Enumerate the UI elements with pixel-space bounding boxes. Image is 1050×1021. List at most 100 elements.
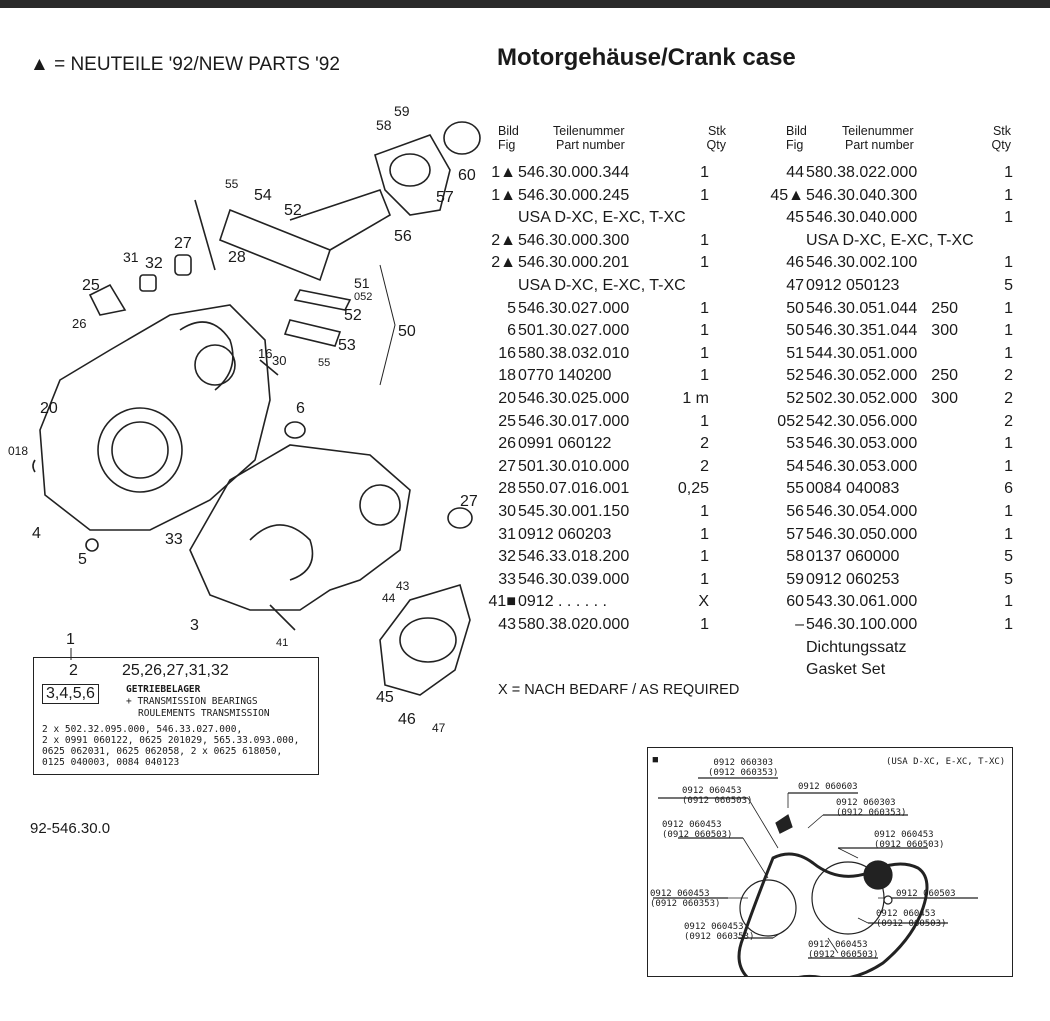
gasket-label-7: 0912 060453(0912 060353) (650, 889, 721, 909)
callout-28: 28 (228, 249, 246, 266)
row-part-number: 546.30.025.000 (518, 390, 630, 407)
row-part-number: 502.30.052.000 (806, 390, 918, 407)
row-fig: 18 (498, 367, 516, 385)
row-fig: 28 (498, 480, 516, 498)
row-qty: 1 (1004, 616, 1013, 633)
row-variant: 300 (931, 322, 958, 340)
row-fig: 57 (786, 525, 804, 543)
row-part-number: 542.30.056.000 (806, 412, 918, 430)
reed-valve (219, 208, 331, 282)
callout-57: 57 (436, 189, 454, 206)
callout-3: 3 (190, 617, 199, 634)
callout-43: 43 (396, 579, 410, 593)
row-fig: 25 (498, 412, 516, 430)
row-qty: 1 m (682, 390, 709, 407)
gasket-label-4: 0912 060303(0912 060353) (836, 798, 907, 818)
row-qty: 1 (1004, 164, 1013, 181)
row-part-number: 580.38.032.010 (518, 344, 630, 362)
gasket-label-5: 0912 060453(0912 060503) (662, 820, 733, 840)
crankcase-left-half (39, 304, 271, 531)
row-qty: 1 (1004, 525, 1013, 543)
callout-50: 50 (398, 323, 416, 340)
callout-60: 60 (458, 167, 476, 184)
row-qty: 2 (1004, 412, 1013, 430)
row-part-number: 546.30.051.044 (806, 299, 918, 317)
row-fig: 6 (507, 322, 516, 340)
callout-20: 20 (40, 400, 58, 417)
callout-52: 52 (284, 202, 302, 219)
parts-row: USA D-XC, E-XC, T-XC (482, 209, 711, 231)
row-qty: 1 (1004, 457, 1013, 475)
row-fig: 54 (786, 457, 804, 475)
callout-6: 6 (296, 400, 305, 417)
row-qty: 2 (1004, 390, 1013, 407)
row-fig: 2▲ (491, 231, 516, 249)
exploded-diagram: 59 58 60 57 55 54 52 56 27 28 31 32 25 5… (8, 103, 481, 735)
row-fig: 43 (498, 616, 516, 633)
row-fig: 33 (498, 570, 516, 588)
callout-4: 4 (32, 525, 41, 542)
transmission-bearing-kit: 2 25,26,27,31,32 3,4,5,6 GETRIEBELAGER +… (33, 657, 319, 775)
row-part-number: 546.33.018.200 (518, 548, 630, 566)
row-fig: 46 (786, 254, 804, 272)
row-fig: 44 (786, 164, 804, 181)
row-part-number: 546.30.054.000 (806, 503, 918, 520)
row-part-number: 546.30.053.000 (806, 435, 918, 453)
row-qty: 1 (700, 548, 709, 566)
row-fig: 51 (786, 344, 804, 362)
row-qty: 5 (1004, 548, 1013, 566)
kit-line1: GETRIEBELAGER (126, 684, 201, 695)
parts-row: Gasket Set (770, 661, 1015, 683)
row-part-number: 0912 . . . . . . (518, 593, 607, 611)
row-qty: 1 (700, 503, 709, 520)
callout-052: 052 (354, 291, 372, 303)
callout-58: 58 (376, 117, 392, 133)
row-part-number: 546.30.027.000 (518, 299, 630, 317)
callout-30: 30 (272, 353, 286, 368)
row-qty: 1 (1004, 186, 1013, 204)
row-fig: 50 (786, 299, 804, 317)
row-part-number: 550.07.016.001 (518, 480, 630, 498)
row-fig: 60 (786, 593, 804, 611)
parts-row: Dichtungssatz (770, 639, 1015, 661)
row-part-number: USA D-XC, E-XC, T-XC (518, 209, 686, 227)
row-fig: 16 (498, 344, 516, 362)
as-required-note: X = NACH BEDARF / AS REQUIRED (498, 682, 740, 698)
row-part-number: 0912 050123 (806, 277, 900, 294)
kit-line3: ROULEMENTS TRANSMISSION (138, 708, 270, 719)
row-fig: 30 (498, 503, 516, 520)
row-fig: 56 (786, 503, 804, 520)
bearing-bore (97, 407, 183, 493)
kit-list3: 0625 062031, 0625 062058, 2 x 0625 61805… (42, 746, 283, 757)
gasket-drawing (653, 777, 978, 976)
row-fig: 2▲ (491, 254, 516, 272)
row-part-number: USA D-XC, E-XC, T-XC (806, 231, 974, 249)
row-fig: 31 (498, 525, 516, 543)
row-qty: 1 (1004, 209, 1013, 227)
document-number: 92-546.30.0 (30, 820, 111, 837)
row-part-number: 501.30.027.000 (518, 322, 630, 340)
row-qty: 1 (1004, 254, 1013, 272)
row-fig: 1▲ (491, 164, 516, 181)
callout-31: 31 (123, 249, 139, 265)
row-fig: 052 (777, 412, 804, 430)
callout-26: 26 (72, 316, 86, 331)
row-qty: 1 (1004, 435, 1013, 453)
gasket-marker: ■ (652, 754, 659, 766)
